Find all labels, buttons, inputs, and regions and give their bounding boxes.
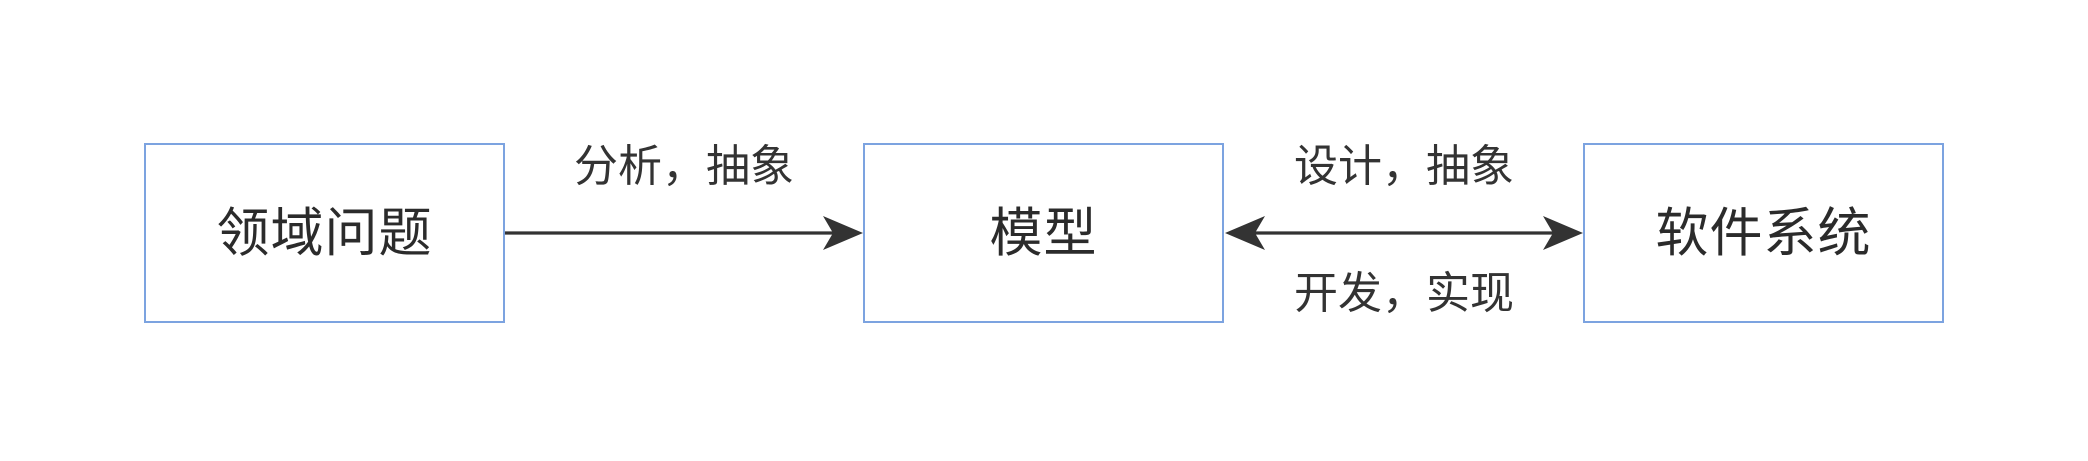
node-domain-problem-label: 领域问题 [216, 203, 433, 263]
edge-problem-to-model [505, 216, 863, 250]
edge-label-develop-realize: 开发，实现 [1294, 269, 1514, 318]
edge-label-analyze-abstract: 分析，抽象 [574, 142, 794, 191]
node-model[interactable]: 模型 [863, 143, 1224, 323]
edge-label-design-abstract: 设计，抽象 [1294, 142, 1514, 191]
node-domain-problem[interactable]: 领域问题 [144, 143, 505, 323]
edge-model-to-software [1225, 216, 1583, 250]
node-software-system-label: 软件系统 [1655, 203, 1872, 263]
node-software-system[interactable]: 软件系统 [1583, 143, 1944, 323]
node-model-label: 模型 [989, 203, 1098, 263]
